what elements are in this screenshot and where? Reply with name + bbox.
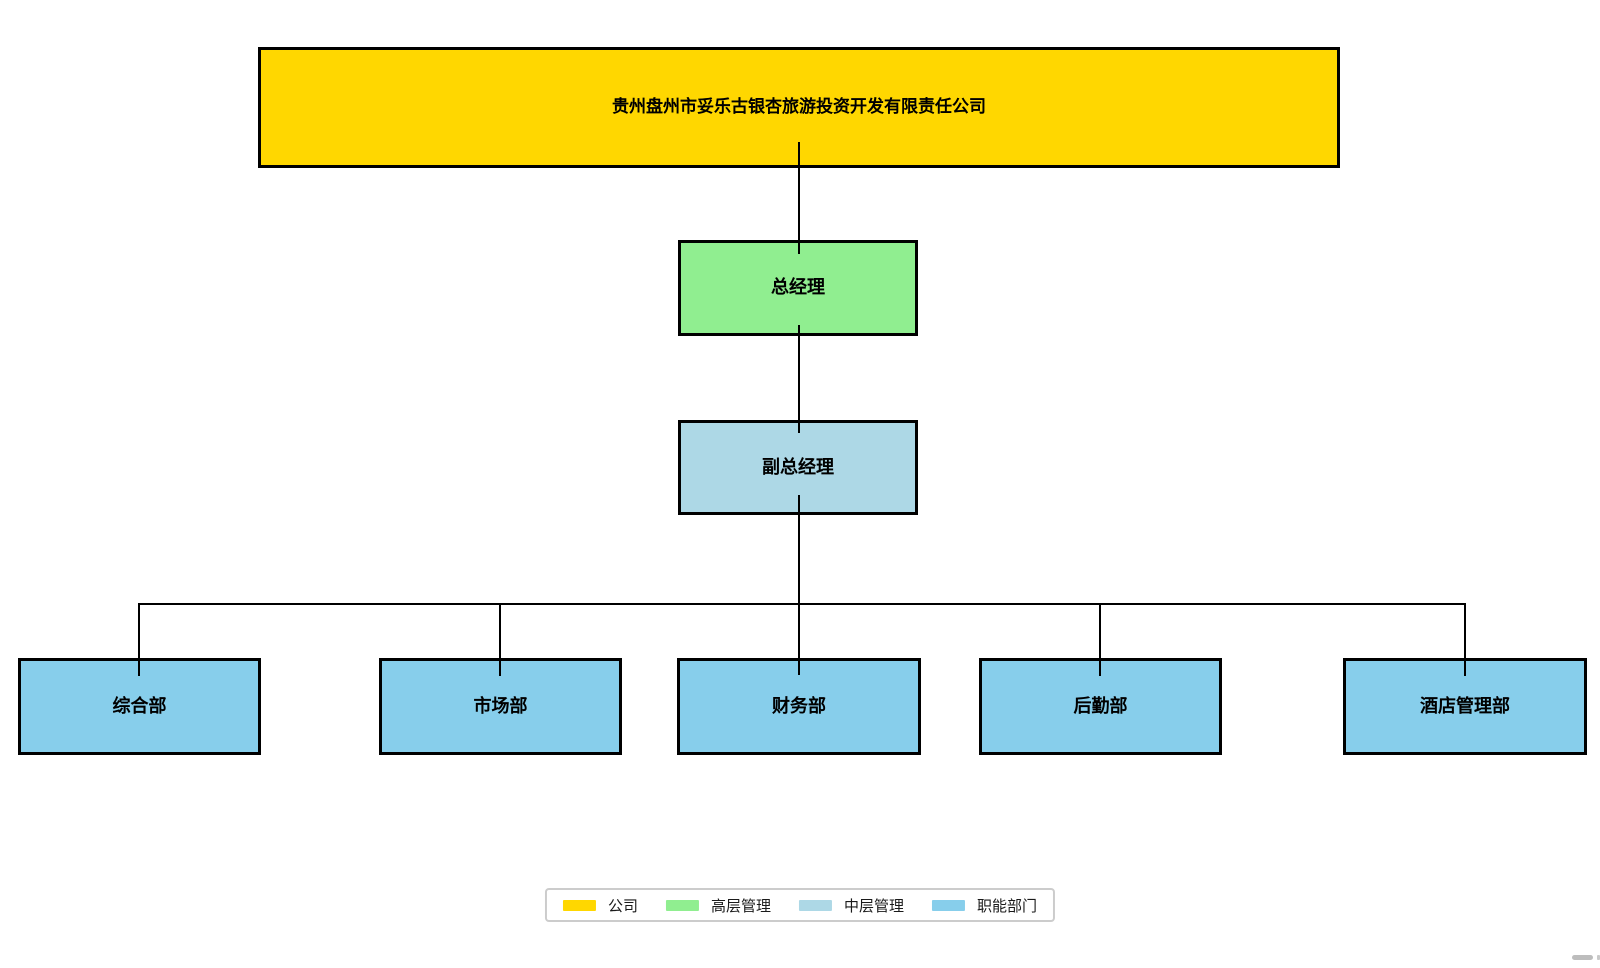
horizontal-scrollbar-fragment[interactable]	[1597, 955, 1600, 960]
legend-item-senior-management: 高层管理	[665, 895, 771, 916]
org-node-department-label: 综合部	[112, 695, 167, 716]
org-node-company-label: 贵州盘州市妥乐古银杏旅游投资开发有限责任公司	[612, 97, 986, 117]
legend-label-company: 公司	[607, 897, 638, 915]
legend-item-functional-departments: 职能部门	[932, 895, 1037, 916]
legend: 公司 高层管理 中层管理 职能部门	[544, 888, 1056, 922]
connector-gm-to-dgm	[798, 325, 800, 433]
connector-drop-hotel-management	[1464, 603, 1466, 676]
legend-label-functional-departments: 职能部门	[977, 897, 1038, 915]
legend-swatch-company	[562, 899, 596, 911]
connector-drop-marketing	[499, 603, 501, 676]
connector-drop-general-affairs	[138, 603, 140, 676]
org-node-general-manager: 总经理	[678, 240, 918, 336]
org-node-general-manager-label: 总经理	[771, 277, 825, 298]
horizontal-scrollbar-thumb[interactable]	[1572, 955, 1593, 960]
connector-dgm-to-departments	[798, 495, 800, 675]
org-node-department-label: 市场部	[473, 695, 528, 716]
legend-label-middle-management: 中层管理	[844, 897, 905, 915]
legend-swatch-middle-management	[799, 899, 832, 911]
legend-label-senior-management: 高层管理	[710, 897, 771, 915]
connector-drop-logistics	[1099, 603, 1101, 676]
org-node-deputy-general-manager-label: 副总经理	[762, 456, 834, 477]
legend-item-company: 公司	[562, 895, 638, 916]
legend-item-middle-management: 中层管理	[799, 895, 904, 916]
legend-swatch-functional-departments	[932, 899, 966, 911]
org-node-department-label: 后勤部	[1073, 695, 1128, 716]
org-node-department-label: 酒店管理部	[1420, 695, 1510, 716]
connector-horizontal-bus	[138, 603, 1466, 605]
connector-company-to-gm	[798, 142, 800, 254]
legend-swatch-senior-management	[665, 899, 699, 911]
org-node-department-label: 财务部	[772, 695, 826, 716]
